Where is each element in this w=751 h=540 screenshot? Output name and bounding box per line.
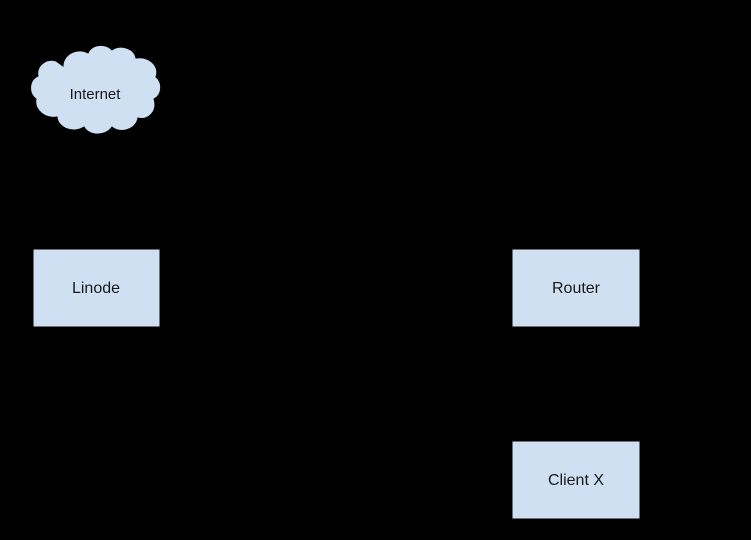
- node-label-linode: Linode: [72, 280, 120, 297]
- node-client-x[interactable]: Client X: [511, 440, 641, 520]
- connector-layer: [95, 143, 577, 441]
- client-x-box: [511, 440, 641, 520]
- node-router[interactable]: Router: [511, 248, 641, 328]
- node-label-router: Router: [552, 280, 601, 297]
- node-linode[interactable]: Linode: [32, 248, 161, 328]
- cloud-icon: [30, 45, 162, 135]
- node-internet[interactable]: Internet: [30, 45, 162, 135]
- linode-box: [32, 248, 161, 328]
- node-label-internet: Internet: [70, 86, 122, 103]
- node-label-client-x: Client X: [548, 472, 604, 489]
- router-box: [511, 248, 641, 328]
